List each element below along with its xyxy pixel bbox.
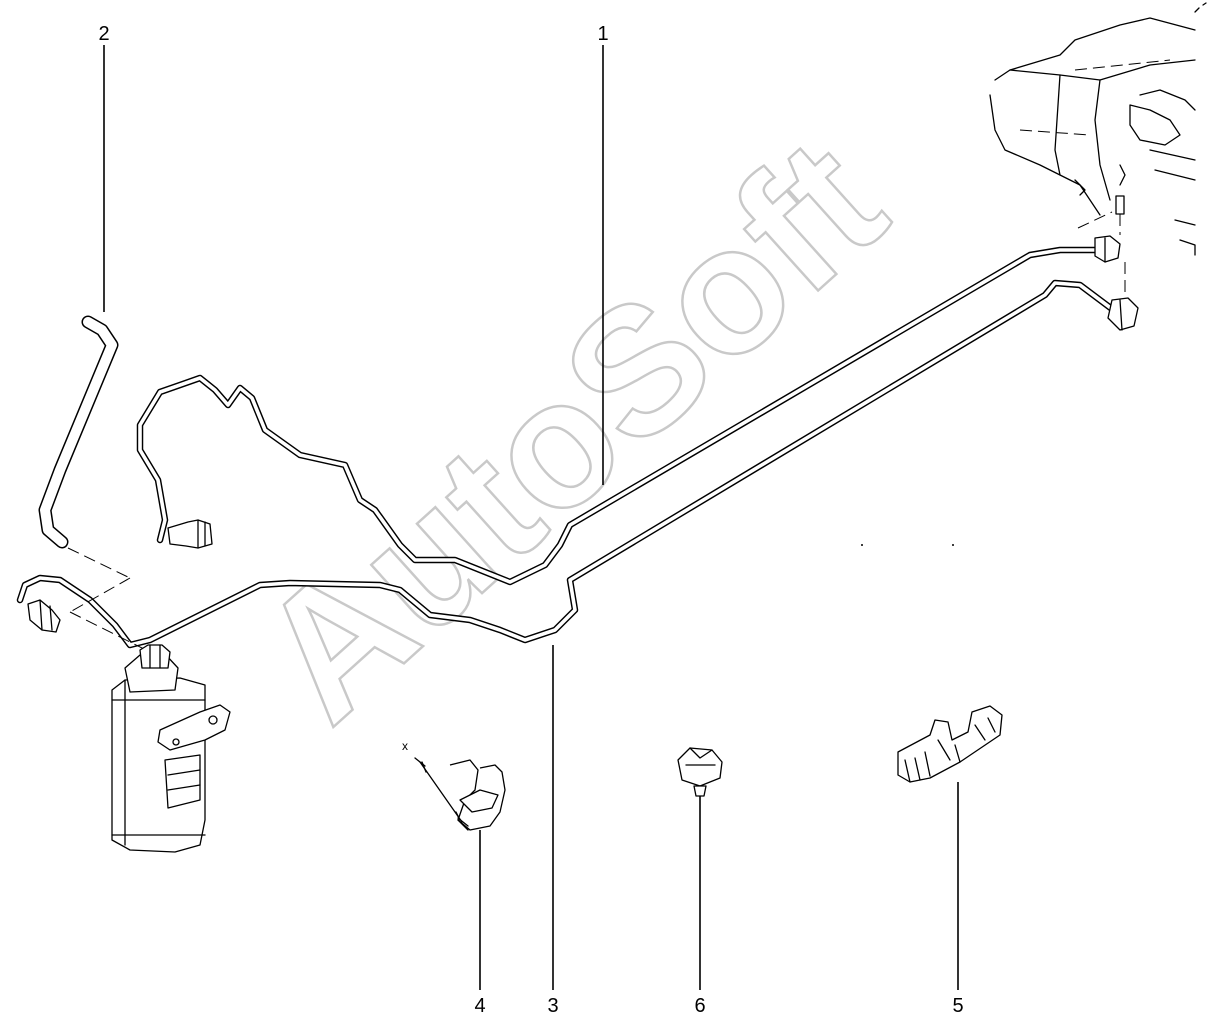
corner-mark	[1194, 2, 1207, 13]
pipe-clip-5	[897, 705, 1003, 783]
callout-2: 2	[98, 23, 109, 45]
fuel-vapour-pipe-3	[16, 279, 1139, 649]
callout-3: 3	[547, 995, 558, 1017]
pipe-clip-6	[677, 747, 723, 797]
callout-6: 6	[694, 995, 705, 1017]
pipe-clip-4: x	[402, 739, 506, 831]
dimension-label: x	[402, 739, 408, 753]
callout-1: 1	[597, 23, 608, 45]
stray-mark	[861, 544, 863, 546]
vent-hose-2	[38, 315, 151, 653]
stray-mark	[952, 544, 954, 546]
callout-4: 4	[474, 995, 485, 1017]
fuel-vapour-pipe-1	[136, 235, 1121, 586]
charcoal-canister	[111, 644, 231, 853]
callout-5: 5	[952, 995, 963, 1017]
fuel-tank	[989, 17, 1196, 298]
